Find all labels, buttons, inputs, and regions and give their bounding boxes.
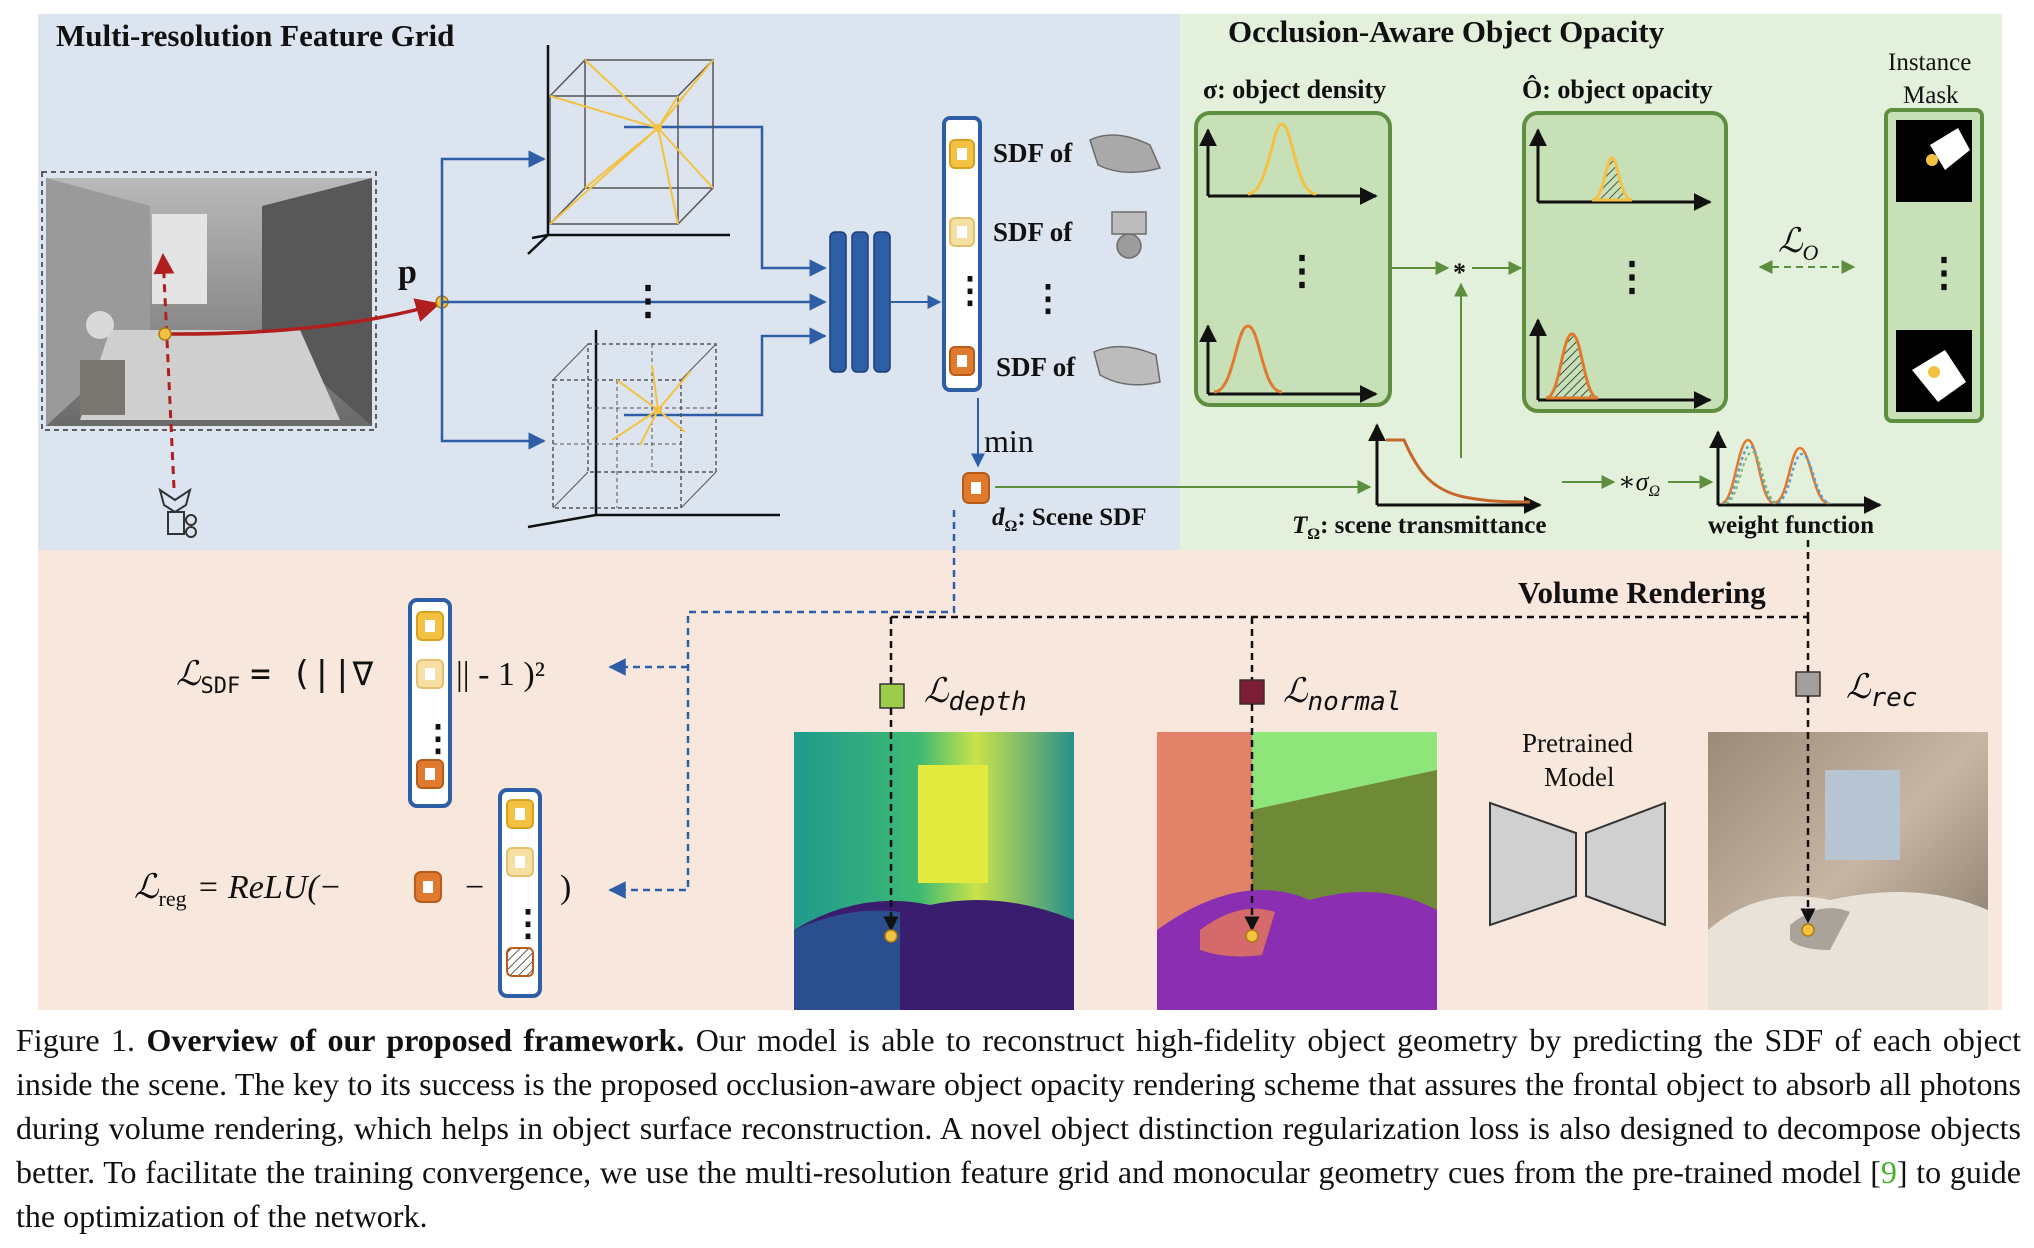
normal-swatch [1239, 679, 1265, 705]
svg-text:⋮: ⋮ [510, 903, 546, 943]
caption-prefix: Figure 1. [16, 1022, 135, 1058]
lamp-thumbnail [1111, 211, 1147, 259]
point-label: p [398, 254, 417, 291]
camera-ray [153, 252, 176, 489]
coarse-grid-cube [527, 45, 730, 255]
weight-function-label: weight function [1708, 512, 1874, 539]
pretrained-label-line2: Model [1544, 762, 1615, 792]
svg-text:⋮: ⋮ [420, 718, 456, 758]
caption-text: Our model is able to reconstruct high-fi… [16, 1022, 2022, 1190]
caption-bold: Overview of our proposed framework. [146, 1022, 685, 1058]
pretrained-label-line1: Pretrained [1522, 728, 1633, 758]
density-box [1194, 111, 1392, 407]
loss-sdf-column [408, 598, 452, 808]
depth-map-image [794, 732, 1074, 1010]
multiply-symbol: * [1453, 258, 1466, 287]
sdf-cell-ellipsis: ⋮ [952, 270, 988, 310]
weight-function-plot [1709, 430, 1882, 514]
depth-swatch [879, 683, 905, 709]
loss-o-label: ℒO [1778, 223, 1819, 265]
opacity-plot-1 [1529, 128, 1712, 211]
density-plot-2 [1199, 324, 1378, 403]
pillow-thumbnail-1 [1089, 134, 1162, 174]
scene-sdf-label: dΩ: Scene SDF [992, 504, 1146, 535]
pretrained-model-icon [1489, 801, 1666, 927]
loss-connection-lines [608, 510, 956, 899]
sample-ray [164, 298, 441, 336]
sdf-output-column [942, 116, 982, 392]
loss-reg-close: ) [560, 869, 571, 906]
transmittance-label: TΩ: scene transmittance [1292, 512, 1546, 543]
sdf-output-label-3: SDF of [996, 352, 1076, 382]
opacity-plot-2 [1529, 318, 1712, 409]
rgb-render-image [1708, 732, 1988, 1010]
sample-point [158, 327, 172, 341]
grid-ellipsis: ⋮ [628, 278, 668, 323]
min-label: min [984, 423, 1034, 459]
grid-branches [440, 125, 827, 450]
loss-normal-label: ℒnormal [1283, 673, 1401, 717]
feature-grid-title: Multi-resolution Feature Grid [56, 18, 454, 53]
opacity-label: Ô: object opacity [1522, 75, 1713, 104]
density-plot-1 [1199, 122, 1378, 205]
loss-depth-label: ℒdepth [924, 673, 1027, 717]
sigma-operator: ∗σΩ [1618, 467, 1660, 500]
mask-title-line2: Mask [1903, 82, 1959, 109]
loss-reg-minus: − [465, 869, 484, 906]
rec-swatch [1795, 671, 1821, 697]
sdf-output-label-2: SDF of [993, 217, 1073, 247]
loss-reg-equation: ℒreg= ReLU(− [134, 869, 342, 911]
loss-rec-label: ℒrec [1846, 669, 1917, 713]
loss-reg-column [498, 788, 542, 998]
caption-tail: ] to guide the optimization of the netwo… [16, 1154, 2022, 1234]
opacity-ellipsis: ⋮ [1612, 254, 1652, 299]
loss-sdf-rhs: || - 1 )² [456, 656, 545, 693]
normal-map-image [1157, 732, 1437, 1010]
figure-caption: Figure 1. Overview of our proposed frame… [16, 1018, 2021, 1238]
pillow-thumbnail-2 [1093, 345, 1161, 386]
render-distribution-lines [889, 540, 1810, 684]
density-label: σ: object density [1203, 75, 1386, 104]
volume-rendering-title: Volume Rendering [1518, 575, 1766, 610]
density-ellipsis: ⋮ [1282, 248, 1322, 293]
input-room-image [41, 171, 377, 431]
sdf-output-ellipsis: ⋮ [1030, 278, 1066, 318]
sdf-output-label-1: SDF of [993, 138, 1073, 168]
opacity-title: Occlusion-Aware Object Opacity [1228, 14, 1665, 49]
fine-grid-cube [527, 330, 780, 529]
mask-ellipsis: ⋮ [1924, 250, 1964, 295]
framework-diagram: Multi-resolution Feature Grid Occlusion-… [38, 14, 2002, 1010]
loss-sdf-equation: ℒSDF= (||∇ [176, 654, 374, 699]
camera-icon [158, 487, 197, 538]
mask-title-line1: Instance [1888, 49, 1971, 76]
caption-ref[interactable]: 9 [1880, 1154, 1897, 1190]
transmittance-plot [1368, 423, 1542, 514]
mlp-network [829, 231, 891, 373]
